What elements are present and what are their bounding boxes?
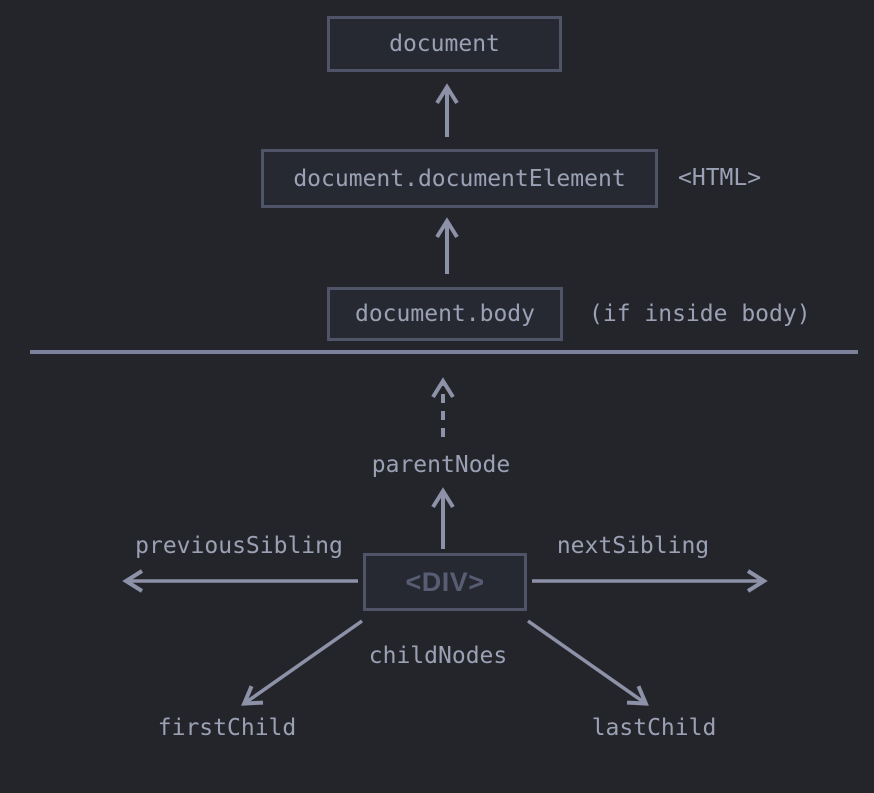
node-div: <DIV> (363, 553, 527, 611)
node-document: document (327, 16, 562, 72)
node-document-body-label: document.body (354, 301, 535, 327)
html-tag-annotation: <HTML> (678, 165, 762, 191)
relation-first-child: firstChild (157, 715, 297, 741)
relation-next-sibling: nextSibling (556, 533, 710, 559)
diagonal-arrow-first-child (241, 619, 364, 706)
node-document-element-label: document.documentElement (293, 165, 626, 192)
relation-child-nodes: childNodes (368, 643, 508, 669)
node-document-body: document.body (327, 287, 563, 341)
node-div-label: <DIV> (405, 566, 485, 597)
diagonal-arrow-last-child (526, 619, 649, 706)
section-divider (30, 350, 858, 354)
node-document-label: document (389, 31, 500, 57)
relation-parent-node: parentNode (371, 452, 511, 478)
node-document-element: document.documentElement (261, 149, 658, 208)
relation-previous-sibling: previousSibling (135, 533, 343, 559)
body-note-annotation: (if inside body) (589, 301, 811, 327)
relation-last-child: lastChild (591, 715, 717, 741)
